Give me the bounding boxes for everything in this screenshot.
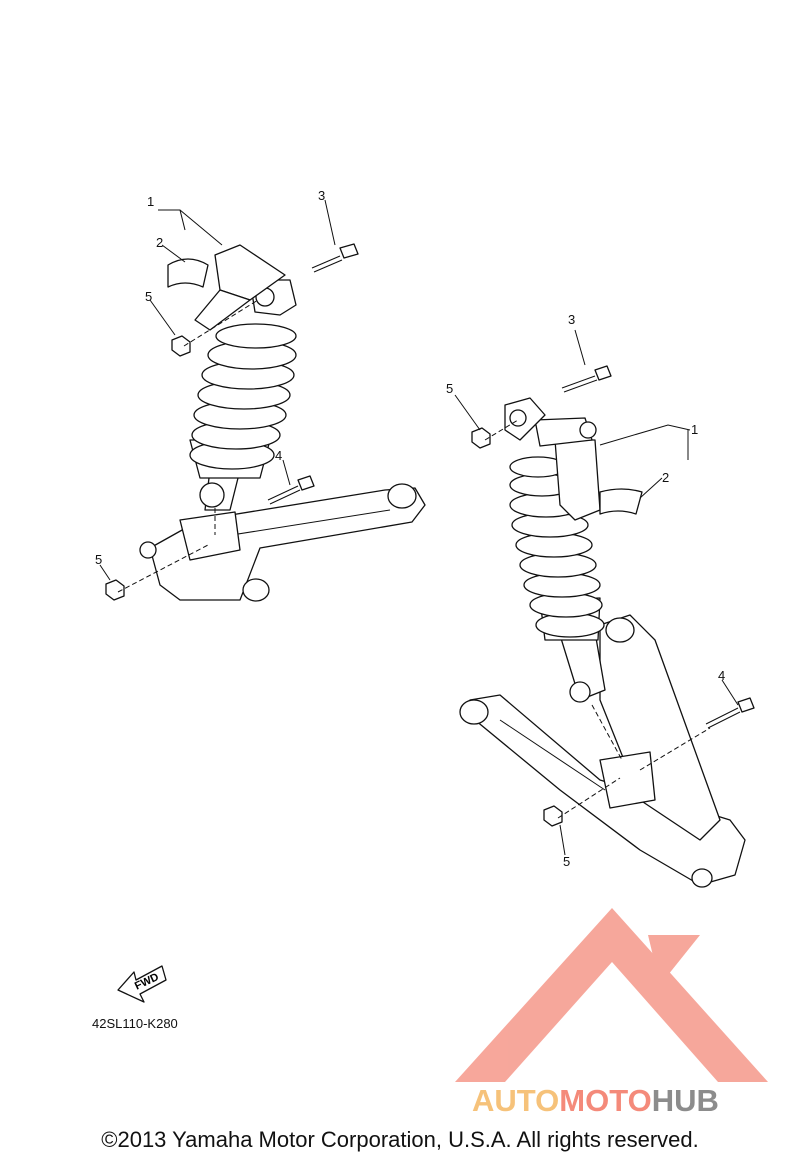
callout-right-2: 2 (662, 470, 669, 485)
left-lower-bolt (267, 475, 315, 505)
fwd-arrow-icon: FWD (117, 965, 167, 1003)
left-upper-nut (171, 335, 191, 357)
left-reservoir-band (167, 258, 209, 288)
left-upper-bolt (311, 243, 359, 273)
right-rear-shock (504, 397, 606, 703)
right-swing-arm (459, 614, 746, 888)
callout-left-2: 2 (156, 235, 163, 250)
callout-right-1: 1 (691, 422, 698, 437)
left-shock-spring (189, 323, 297, 470)
callout-right-4: 4 (718, 668, 725, 683)
watermark-text: AUTOMOTOHUB (472, 1083, 719, 1119)
watermark-moto: MOTO (559, 1083, 652, 1118)
callout-left-5-lower: 5 (95, 552, 102, 567)
callout-left-5-upper: 5 (145, 289, 152, 304)
callout-left-4: 4 (275, 448, 282, 463)
right-shock-assembly (459, 365, 755, 888)
right-upper-nut (471, 427, 491, 449)
copyright-notice: ©2013 Yamaha Motor Corporation, U.S.A. A… (101, 1127, 699, 1152)
callout-right-3: 3 (568, 312, 575, 327)
right-callout-lines (454, 329, 739, 856)
right-upper-bolt (561, 365, 612, 393)
left-callout-lines (99, 199, 336, 581)
callout-right-5-lower: 5 (563, 854, 570, 869)
left-rear-shock (189, 244, 297, 511)
callout-right-5-upper: 5 (446, 381, 453, 396)
left-shock-assembly (105, 243, 426, 602)
callout-left-3: 3 (318, 188, 325, 203)
watermark-hub: HUB (651, 1083, 719, 1118)
watermark-auto: AUTO (472, 1083, 560, 1118)
callout-left-1: 1 (147, 194, 154, 209)
right-lower-bolt (705, 697, 755, 729)
left-swing-arm (139, 483, 426, 602)
right-reservoir-band (599, 488, 643, 515)
automotohub-logo-icon (455, 908, 768, 1082)
right-lower-nut (543, 805, 563, 827)
left-lower-nut (105, 579, 125, 601)
diagram-code: 42SL110-K280 (92, 1016, 178, 1031)
right-shock-spring (509, 456, 605, 638)
